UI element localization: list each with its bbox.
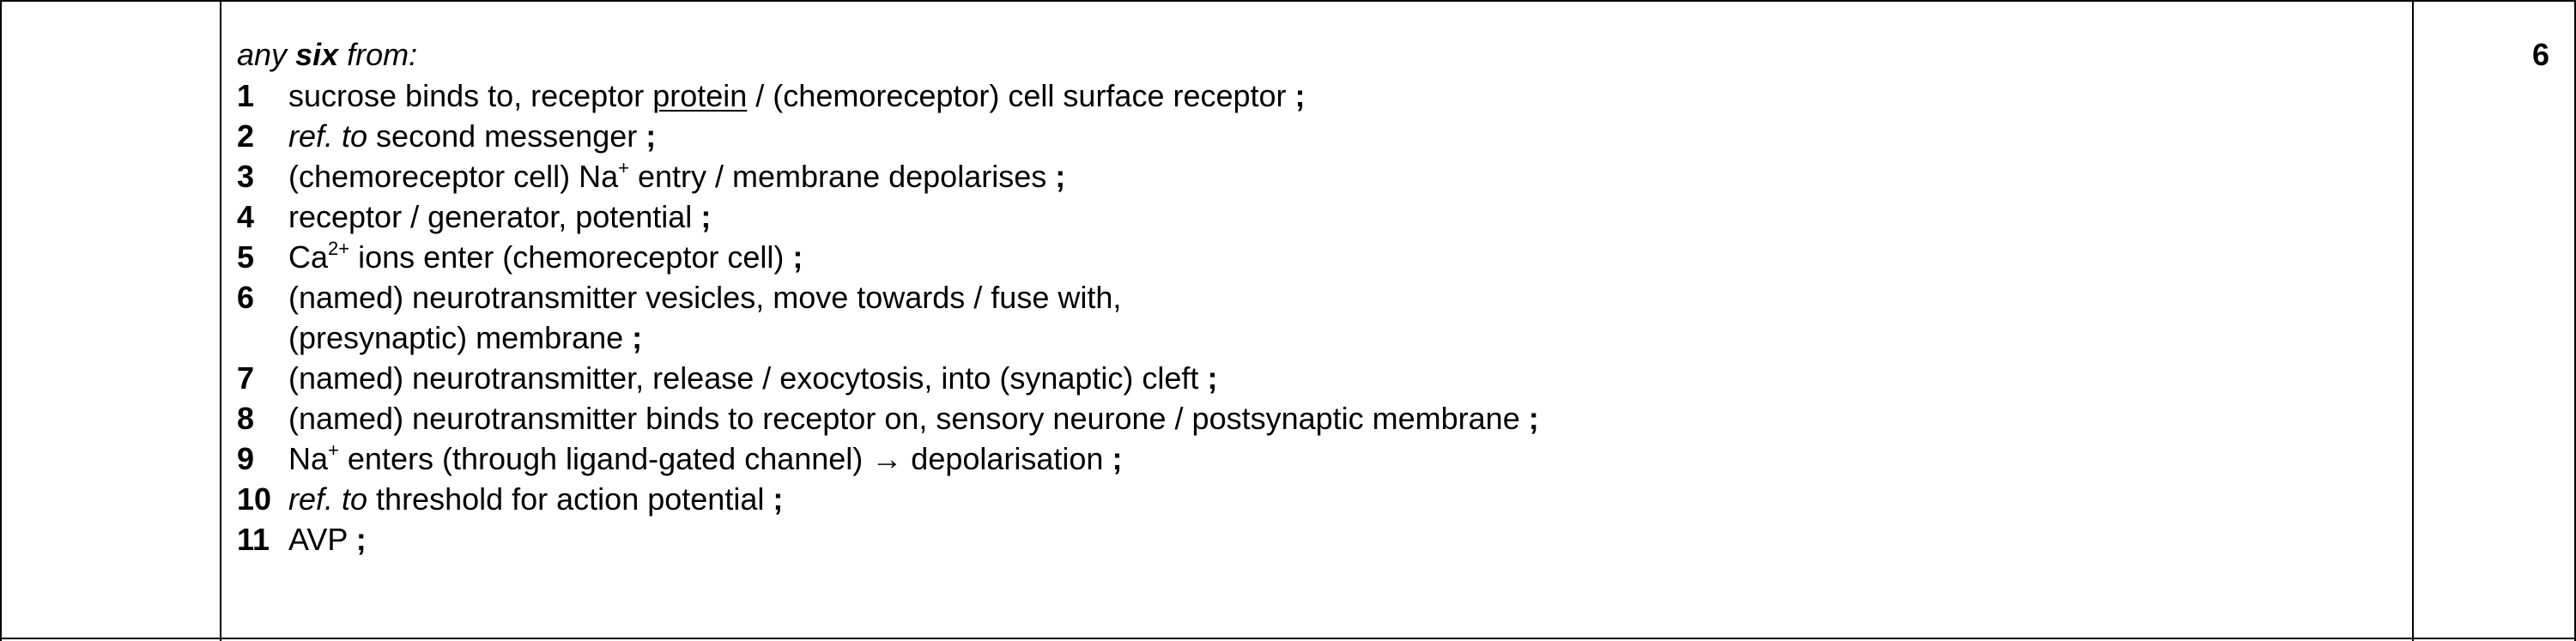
point-text: ref. to second messenger ; (288, 116, 656, 156)
point-text: (named) neurotransmitter binds to recept… (288, 398, 1539, 438)
point-text: sucrose binds to, receptor protein / (ch… (288, 76, 1306, 116)
point-text: (named) neurotransmitter vesicles, move … (288, 277, 1121, 358)
point-text: ref. to threshold for action potential ; (288, 479, 783, 519)
marking-point: 1 sucrose binds to, receptor protein / (c… (237, 76, 2383, 116)
point-text-segment: ; (1055, 159, 1066, 194)
marking-point: 10 ref. to threshold for action potential… (237, 479, 2383, 519)
point-text-segment: + (328, 439, 339, 461)
point-text-segment: (chemoreceptor cell) Na (288, 159, 619, 194)
point-text-segment: AVP (288, 522, 356, 557)
point-number: 7 (237, 360, 255, 396)
point-text: receptor / generator, potential ; (288, 197, 711, 237)
point-text-line: ref. to threshold for action potential ; (288, 479, 783, 519)
answer-intro: any six from: (237, 34, 2383, 76)
point-text-segment: ions enter (chemoreceptor cell) (349, 239, 793, 275)
marking-point: 2 ref. to second messenger ; (237, 116, 2383, 156)
point-text: (named) neurotransmitter, release / exoc… (288, 358, 1217, 398)
marking-point: 7 (named) neurotransmitter, release / exo… (237, 358, 2383, 398)
point-text-segment: ref. to (288, 118, 368, 154)
point-text-segment: (named) neurotransmitter, release / exoc… (288, 360, 1208, 396)
point-text-line: Na+ enters (through ligand-gated channel… (288, 438, 1122, 479)
point-text-segment: ; (1294, 78, 1306, 113)
point-text-segment: receptor / generator, potential (288, 199, 701, 234)
point-text-segment: ; (792, 239, 803, 275)
point-number: 2 (237, 118, 255, 154)
point-text-segment: Na (288, 441, 329, 476)
point-text-segment: ; (1207, 360, 1218, 396)
point-number: 9 (237, 441, 255, 476)
point-text-line: sucrose binds to, receptor protein / (ch… (288, 76, 1306, 116)
point-number: 3 (237, 159, 255, 194)
point-text-segment: ref. to (288, 481, 368, 517)
point-text-segment: entry / membrane depolarises (629, 159, 1056, 194)
point-text-segment: (named) neurotransmitter vesicles, move … (288, 280, 1122, 315)
answer-cell: any six from: 1 sucrose binds to, recepto… (237, 34, 2383, 559)
point-text-line: (chemoreceptor cell) Na+ entry / membran… (288, 156, 1065, 197)
point-number: 10 (237, 481, 272, 517)
intro-any: any (237, 37, 288, 72)
marking-point: 3 (chemoreceptor cell) Na+ entry / membra… (237, 156, 2383, 197)
point-text-line: receptor / generator, potential ; (288, 197, 711, 237)
point-text-line: (named) neurotransmitter binds to recept… (288, 398, 1539, 438)
point-text-segment: protein (652, 78, 748, 113)
marking-points-list: 1 sucrose binds to, receptor protein / (c… (237, 76, 2383, 559)
point-text-segment: ; (632, 320, 643, 355)
point-number: 8 (237, 401, 255, 436)
marking-point: 5 Ca2+ ions enter (chemoreceptor cell) ; (237, 237, 2383, 277)
intro-six: six (295, 37, 339, 72)
table-border-right (2574, 2, 2576, 641)
point-text-segment: sucrose binds to, receptor (288, 78, 653, 113)
point-text-line: (named) neurotransmitter, release / exoc… (288, 358, 1217, 398)
marking-point: 8 (named) neurotransmitter binds to recep… (237, 398, 2383, 438)
point-text: AVP ; (288, 519, 367, 559)
point-text-segment: ; (773, 481, 784, 517)
point-number: 11 (237, 522, 270, 557)
point-number: 1 (237, 78, 255, 113)
point-text-segment: ; (700, 199, 712, 234)
point-text: Na+ enters (through ligand-gated channel… (288, 438, 1122, 479)
marking-point: 6 (named) neurotransmitter vesicles, move… (237, 277, 2383, 358)
point-text-segment: + (618, 157, 629, 178)
point-text-segment: second messenger (367, 118, 646, 154)
point-number: 6 (237, 280, 255, 315)
point-text-segment: (presynaptic) membrane (288, 320, 633, 355)
point-text-segment: ; (1528, 401, 1539, 436)
table-border-left (0, 2, 2, 641)
point-text-segment: ; (646, 118, 657, 154)
intro-from: from: (347, 37, 418, 72)
point-text: Ca2+ ions enter (chemoreceptor cell) ; (288, 237, 803, 277)
point-text-segment: ; (355, 522, 367, 557)
marking-point: 4 receptor / generator, potential ; (237, 197, 2383, 237)
table-border-question-column (220, 2, 221, 641)
marking-point: 11 AVP ; (237, 519, 2383, 559)
point-text-line: ref. to second messenger ; (288, 116, 656, 156)
marking-point: 9 Na+ enters (through ligand-gated channe… (237, 438, 2383, 479)
point-text-segment: ; (1112, 441, 1123, 476)
point-text-line: AVP ; (288, 519, 367, 559)
point-text-segment: (named) neurotransmitter binds to recept… (288, 401, 1529, 436)
point-number: 5 (237, 239, 255, 275)
point-text-segment: / (chemoreceptor) cell surface receptor (747, 78, 1295, 113)
point-text-line: (named) neurotransmitter vesicles, move … (288, 277, 1121, 317)
marks-value: 6 (2532, 37, 2550, 72)
point-text-segment: threshold for action potential (367, 481, 773, 517)
point-text-segment: Ca (288, 239, 329, 275)
point-text-continuation: (presynaptic) membrane ; (288, 317, 1121, 358)
point-text: (chemoreceptor cell) Na+ entry / membran… (288, 156, 1065, 197)
point-number: 4 (237, 199, 255, 234)
point-text-line: Ca2+ ions enter (chemoreceptor cell) ; (288, 237, 803, 277)
point-text-segment: enters (through ligand-gated channel) → … (338, 441, 1112, 476)
table-border-marks-column (2412, 2, 2414, 641)
point-text-segment: 2+ (328, 238, 350, 259)
